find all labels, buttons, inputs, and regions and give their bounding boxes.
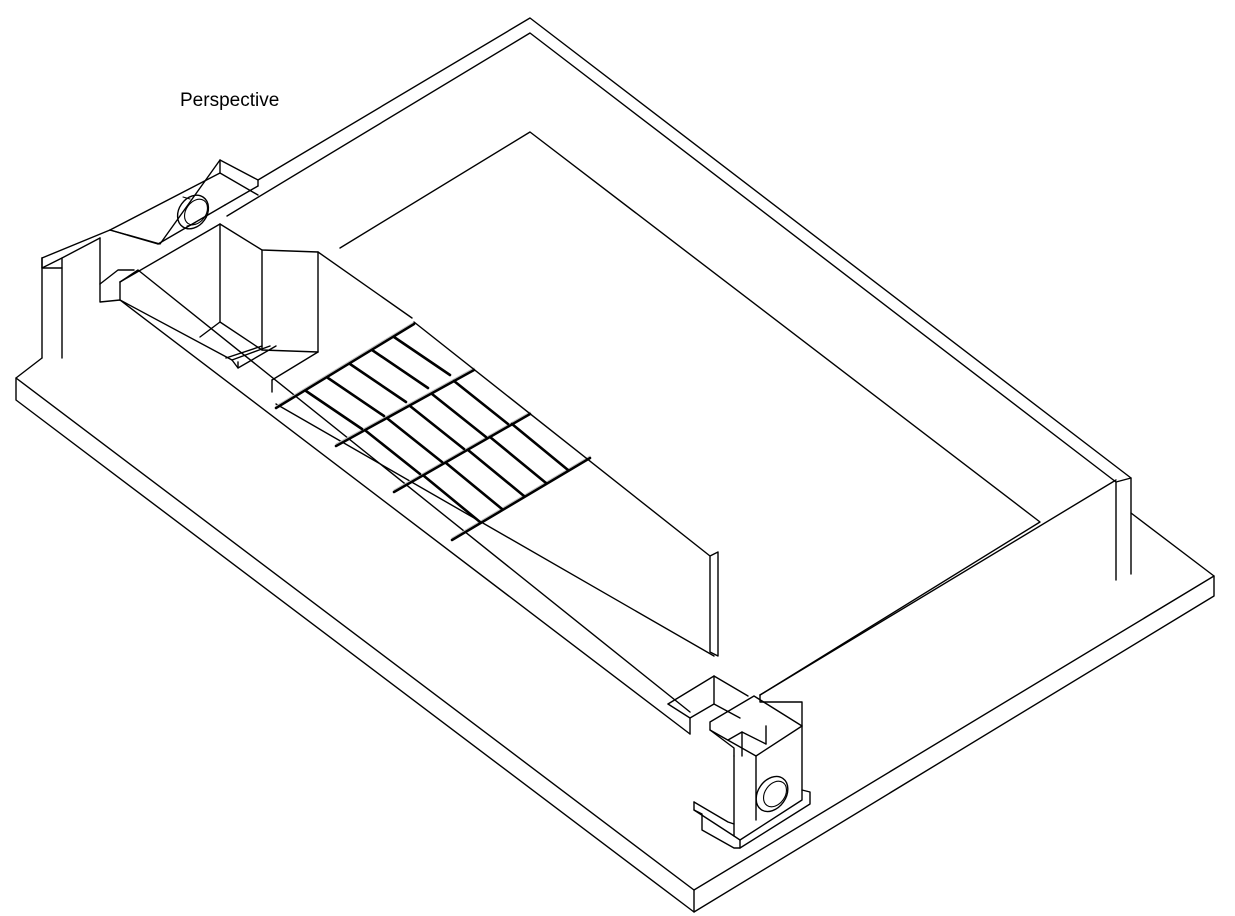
- outer-wall: [99, 17, 1132, 735]
- base-slab: [15, 257, 1215, 913]
- view-label: Perspective: [180, 90, 280, 111]
- inlet-channel: [119, 223, 715, 657]
- baffle-wall: [413, 321, 719, 657]
- right-outlet-pipe-opening: [755, 775, 789, 813]
- right-outlet-box: [667, 675, 811, 849]
- grating: [274, 321, 592, 542]
- left-inlet-pipe-opening: [176, 194, 210, 230]
- left-inlet-box: [41, 159, 259, 359]
